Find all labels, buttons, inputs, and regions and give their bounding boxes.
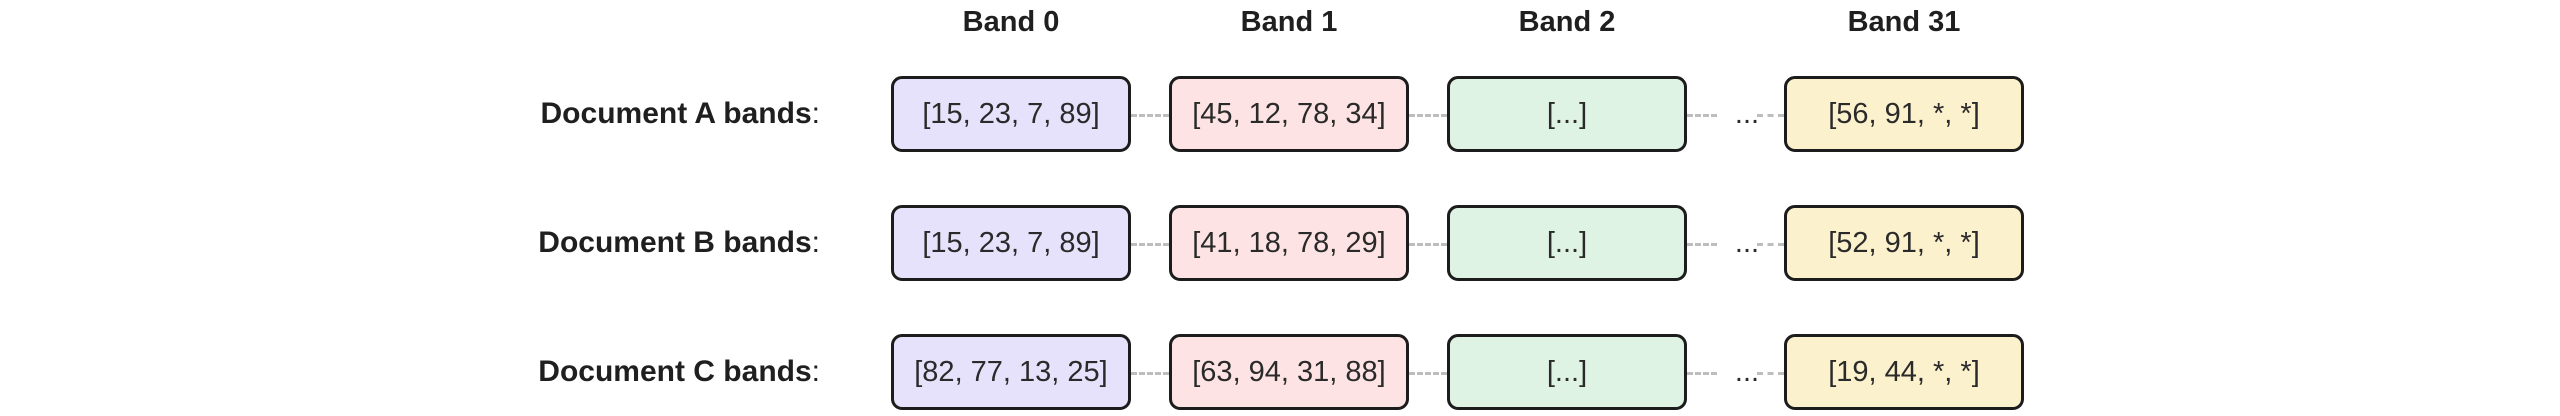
document-b-ellipsis: ...: [1734, 227, 1760, 259]
document-b-band-2: [...]: [1447, 205, 1687, 281]
band-31-header: Band 31: [1847, 6, 1961, 38]
document-b-label: Document B bands:: [538, 226, 820, 259]
document-a-connector-0-1: [1131, 114, 1169, 117]
document-c-label: Document C bands:: [538, 355, 820, 388]
document-c-connector-1-2: [1409, 372, 1447, 375]
document-b-connector-2-ellipsis: [1687, 243, 1717, 246]
document-c-connector-0-1: [1131, 372, 1169, 375]
document-a-connector-2-ellipsis: [1687, 114, 1717, 117]
document-c-band-31: [19, 44, *, *]: [1784, 334, 2024, 410]
document-b-connector-0-1: [1131, 243, 1169, 246]
document-c-band-1: [63, 94, 31, 88]: [1169, 334, 1409, 410]
document-c-ellipsis: ...: [1734, 356, 1760, 388]
document-a-connector-ellipsis-31: [1757, 114, 1784, 117]
document-c-band-0: [82, 77, 13, 25]: [891, 334, 1131, 410]
document-c-connector-2-ellipsis: [1687, 372, 1717, 375]
document-b-band-31: [52, 91, *, *]: [1784, 205, 2024, 281]
document-b-band-1: [41, 18, 78, 29]: [1169, 205, 1409, 281]
document-a-ellipsis: ...: [1734, 98, 1760, 130]
document-c-band-2: [...]: [1447, 334, 1687, 410]
document-a-band-2: [...]: [1447, 76, 1687, 152]
document-a-band-0: [15, 23, 7, 89]: [891, 76, 1131, 152]
document-a-band-1: [45, 12, 78, 34]: [1169, 76, 1409, 152]
document-c-connector-ellipsis-31: [1757, 372, 1784, 375]
document-b-band-0: [15, 23, 7, 89]: [891, 205, 1131, 281]
band-0-header: Band 0: [962, 6, 1060, 38]
band-1-header: Band 1: [1240, 6, 1338, 38]
document-a-label: Document A bands:: [540, 97, 820, 130]
document-b-connector-1-2: [1409, 243, 1447, 246]
document-b-connector-ellipsis-31: [1757, 243, 1784, 246]
document-a-connector-1-2: [1409, 114, 1447, 117]
band-2-header: Band 2: [1518, 6, 1616, 38]
document-a-band-31: [56, 91, *, *]: [1784, 76, 2024, 152]
